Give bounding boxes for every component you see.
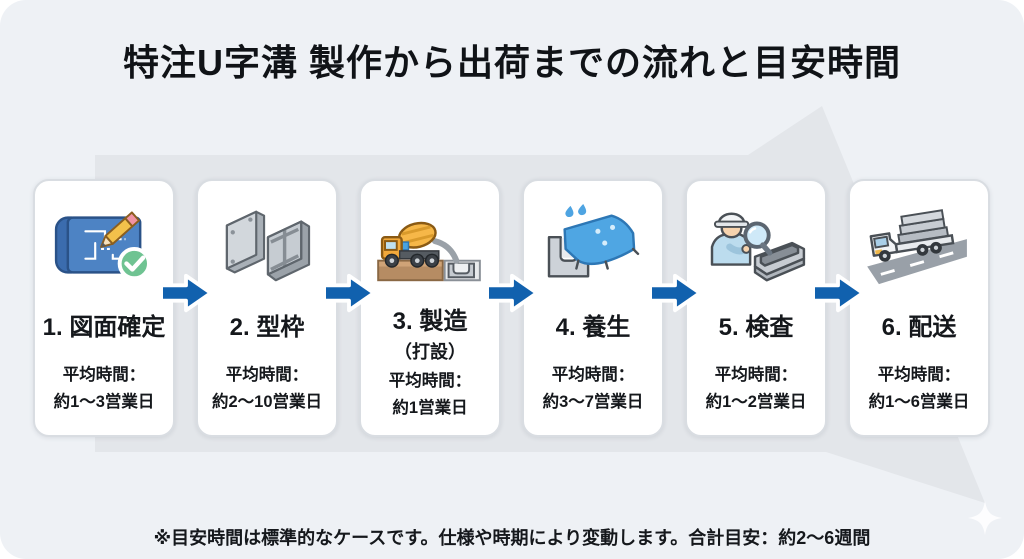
step-title: 5. 検査 bbox=[718, 314, 794, 341]
footnote: ※目安時間は標準的なケースです。仕様や時期により変動します。合計目安：約2〜6週… bbox=[153, 528, 871, 548]
sparkle-icon bbox=[967, 500, 1003, 536]
step-title: 2. 型枠 bbox=[229, 314, 305, 341]
step-time: 平均時間： 約1〜6営業日 bbox=[868, 366, 970, 411]
step-title: 6. 配送 bbox=[881, 314, 957, 341]
curing-sheet-icon bbox=[538, 195, 648, 297]
mixer-truck-icon bbox=[375, 195, 485, 297]
blueprint-approved-icon bbox=[49, 195, 159, 297]
formwork-icon bbox=[212, 195, 322, 297]
step-card-3: 3. 製造 （打設） 平均時間： 約1営業日 bbox=[359, 179, 501, 437]
step-card-1: 1. 図面確定 平均時間： 約1〜3営業日 bbox=[33, 179, 175, 437]
step-subtitle: （打設） bbox=[394, 342, 466, 362]
step-card-4: 4. 養生 平均時間： 約3〜7営業日 bbox=[522, 179, 664, 437]
step-card-5: 5. 検査 平均時間： 約1〜2営業日 bbox=[685, 179, 827, 437]
step-time: 平均時間： 約3〜7営業日 bbox=[542, 366, 644, 411]
step-time: 平均時間： 約2〜10営業日 bbox=[211, 366, 323, 411]
step-title: 3. 製造 bbox=[392, 308, 468, 335]
step-card-6: 6. 配送 平均時間： 約1〜6営業日 bbox=[848, 179, 990, 437]
step-arrow-icon bbox=[811, 273, 865, 313]
delivery-truck-icon bbox=[864, 195, 974, 297]
step-arrow-icon bbox=[485, 273, 539, 313]
step-time: 平均時間： 約1〜3営業日 bbox=[53, 366, 155, 411]
inspection-icon bbox=[701, 195, 811, 297]
step-title: 1. 図面確定 bbox=[42, 314, 166, 341]
step-arrow-icon bbox=[322, 273, 376, 313]
step-title: 4. 養生 bbox=[555, 314, 631, 341]
step-arrow-icon bbox=[648, 273, 702, 313]
step-time: 平均時間： 約1営業日 bbox=[388, 372, 472, 417]
step-time: 平均時間： 約1〜2営業日 bbox=[705, 366, 807, 411]
page-title: 特注U字溝 製作から出荷までの流れと目安時間 bbox=[122, 42, 901, 83]
step-card-2: 2. 型枠 平均時間： 約2〜10営業日 bbox=[196, 179, 338, 437]
step-arrow-icon bbox=[159, 273, 213, 313]
